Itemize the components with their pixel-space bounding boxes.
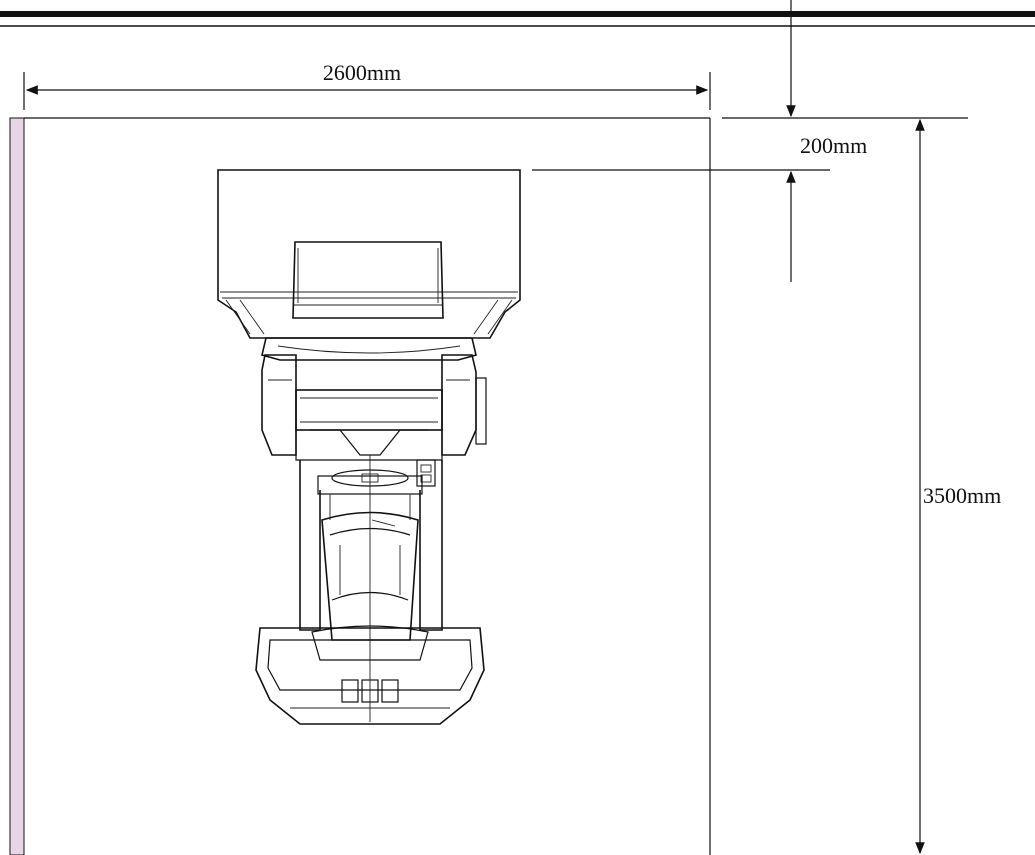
top-border — [0, 11, 1035, 26]
installation-area — [10, 118, 710, 855]
clearance-dimension: 200mm — [532, 0, 968, 282]
wall-strip — [10, 118, 24, 855]
machine-top-view — [218, 170, 520, 724]
dashboard — [296, 390, 442, 460]
depth-label: 3500mm — [923, 483, 1001, 508]
width-label: 2600mm — [323, 60, 401, 85]
side-panel — [417, 460, 435, 486]
control-deck — [262, 338, 476, 360]
depth-dimension: 3500mm — [920, 120, 1001, 853]
width-dimension: 2600mm — [24, 60, 710, 110]
monitor-hood — [293, 242, 443, 318]
clearance-label: 200mm — [800, 133, 867, 158]
screen-housing — [218, 170, 520, 338]
